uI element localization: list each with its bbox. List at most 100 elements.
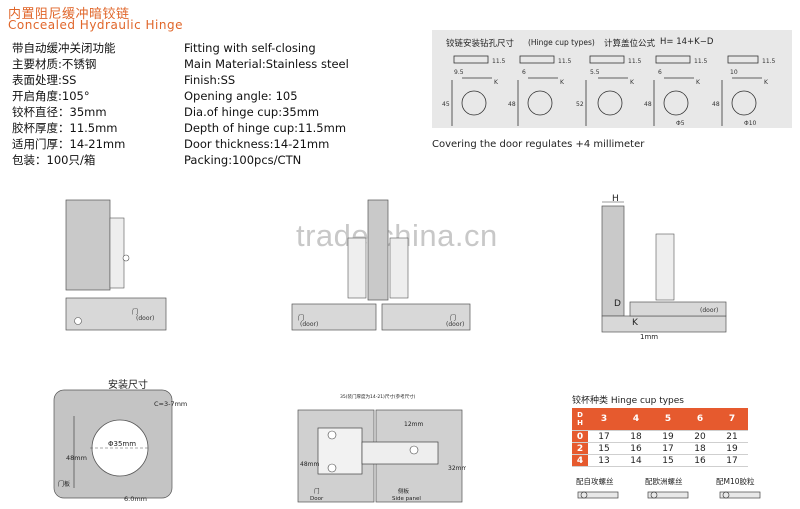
install-title: 安装尺寸 xyxy=(108,380,148,391)
spec-en-line: Main Material:Stainless steel xyxy=(184,57,349,71)
table-cell: 20 xyxy=(684,430,716,443)
dim-side: 6 xyxy=(658,69,662,76)
table-row: 2 15 16 17 18 19 xyxy=(572,442,748,455)
half-overlay-diagram: 门 (door) 门 (door) xyxy=(291,199,471,331)
k-label: K xyxy=(494,79,499,86)
c-label: C=3-7mm xyxy=(154,400,187,408)
dim-side: 6 xyxy=(522,69,526,76)
hole-label: Φ5 xyxy=(676,120,685,127)
k-label: K xyxy=(630,79,635,86)
specs-en: Fitting with self-closing Main Material:… xyxy=(184,40,424,168)
header-cell: 3 xyxy=(588,408,620,431)
table-cell: 14 xyxy=(620,454,652,467)
cup-hole xyxy=(527,90,553,116)
door-cn: 门 xyxy=(298,314,304,322)
screw-head-icon xyxy=(650,491,658,499)
table-cell: 13 xyxy=(588,454,620,467)
drill-label-en: (Hinge cup types) xyxy=(528,38,595,47)
euro-screw-icon xyxy=(647,491,689,499)
door-label: (door) xyxy=(136,315,154,322)
dim-height: 52 xyxy=(576,101,584,108)
label-32: 32mm xyxy=(448,465,466,472)
dia-label: Φ35mm xyxy=(108,440,136,448)
inset-diagram: H D K 1mm (door) xyxy=(601,194,727,341)
table-cell: 15 xyxy=(652,454,684,467)
table-cell: 16 xyxy=(684,454,716,467)
table-cell: 17 xyxy=(716,454,748,467)
title-en: Concealed Hydraulic Hinge xyxy=(8,18,183,32)
plate-profile xyxy=(589,55,625,64)
table-cell: 18 xyxy=(620,430,652,443)
door-label: (door) xyxy=(300,321,318,328)
spec-en-line: Door thickness:14-21mm xyxy=(184,137,330,151)
title-cn: 内置阻尼缓冲暗铰链 xyxy=(8,7,130,22)
cup-types-title-en: Hinge cup types xyxy=(610,396,684,406)
table-cell: 19 xyxy=(716,442,748,455)
one-mm: 1mm xyxy=(640,333,658,341)
spec-en-line: Opening angle: 105 xyxy=(184,89,298,103)
spec-cn-line: 主要材质:不锈钢 xyxy=(12,57,97,71)
formula-label-cn: 计算盖位公式 xyxy=(604,39,656,49)
door-cn: 门 xyxy=(314,487,320,495)
dim-top: 11.5 xyxy=(492,58,506,65)
screw-icons xyxy=(577,491,761,499)
top-label: 35(装门厚度为14-21)尺寸(参考尺寸) xyxy=(340,393,416,400)
door-cn: 门 xyxy=(450,314,456,322)
side-en: Side panel xyxy=(392,496,421,502)
k-label: K xyxy=(764,79,769,86)
header-cell: 5 xyxy=(652,408,684,431)
label-12: 12mm xyxy=(404,421,423,428)
spec-en-line: Depth of hinge cup:11.5mm xyxy=(184,121,347,135)
install-diagram: C=3-7mm Φ35mm 48mm 门板 6.0mm xyxy=(53,389,187,503)
self-tapping-screw-icon xyxy=(577,491,619,499)
row-h: 4 xyxy=(572,454,588,467)
header-cell: 7 xyxy=(716,408,748,431)
dim-height: 45 xyxy=(442,101,450,108)
screw-head-icon xyxy=(722,491,730,499)
cup-hole xyxy=(731,90,757,116)
dim-side: 9.5 xyxy=(454,69,464,76)
header-cell: 4 xyxy=(620,408,652,431)
bottom-label: 6.0mm xyxy=(124,495,147,503)
k-label: K xyxy=(696,79,701,86)
screw-label: 配M10胶粒 xyxy=(716,477,755,486)
spec-en-line: Dia.of hinge cup:35mm xyxy=(184,105,320,119)
spec-cn-line: 开启角度:105° xyxy=(12,89,90,103)
hinge-top-view: 35(装门厚度为14-21)尺寸(参考尺寸) 12mm 48mm 32mm 门 … xyxy=(297,393,466,503)
spec-cn-line: 适用门厚：14-21mm xyxy=(12,137,126,151)
table-cell: 18 xyxy=(684,442,716,455)
door-cn: 门 xyxy=(132,308,138,316)
row-h: 0 xyxy=(572,430,588,443)
cup-types-title: 铰杯种类 Hinge cup types xyxy=(572,393,684,406)
door-label: 门板 xyxy=(58,480,70,488)
door-en: Door xyxy=(310,496,324,502)
spec-cn-line: 包装：100只/箱 xyxy=(12,153,96,167)
dim-side: 10 xyxy=(730,69,738,76)
k-label: K xyxy=(632,318,639,328)
d-label: D xyxy=(614,299,621,309)
screw-head-icon xyxy=(580,491,588,499)
overlay-diagram-left: (door) 门 xyxy=(65,199,167,331)
cover-note: Covering the door regulates +4 millimete… xyxy=(432,139,645,150)
spec-en-line: Packing:100pcs/CTN xyxy=(184,153,302,167)
dim-top: 11.5 xyxy=(558,58,572,65)
hole-label: Φ10 xyxy=(744,120,757,127)
dim-height: 48 xyxy=(644,101,652,108)
door-label: (door) xyxy=(700,307,718,314)
table-cell: 15 xyxy=(588,442,620,455)
plate-profile xyxy=(453,55,489,64)
h-label: H xyxy=(612,194,619,204)
door-label: (door) xyxy=(446,321,464,328)
dowel-icon xyxy=(719,491,761,499)
table-cell: 21 xyxy=(716,430,748,443)
table-cell: 17 xyxy=(652,442,684,455)
row-h: 2 xyxy=(572,442,588,455)
label-48: 48mm xyxy=(300,461,319,468)
dim-height: 48 xyxy=(712,101,720,108)
plate-profile xyxy=(655,55,691,64)
cup-hole xyxy=(597,90,623,116)
spec-en-line: Fitting with self-closing xyxy=(184,41,316,55)
cup-hole xyxy=(461,90,487,116)
specs-cn: 带自动缓冲关闭功能 主要材质:不锈钢 表面处理:SS 开启角度:105° 铰杯直… xyxy=(12,40,182,168)
